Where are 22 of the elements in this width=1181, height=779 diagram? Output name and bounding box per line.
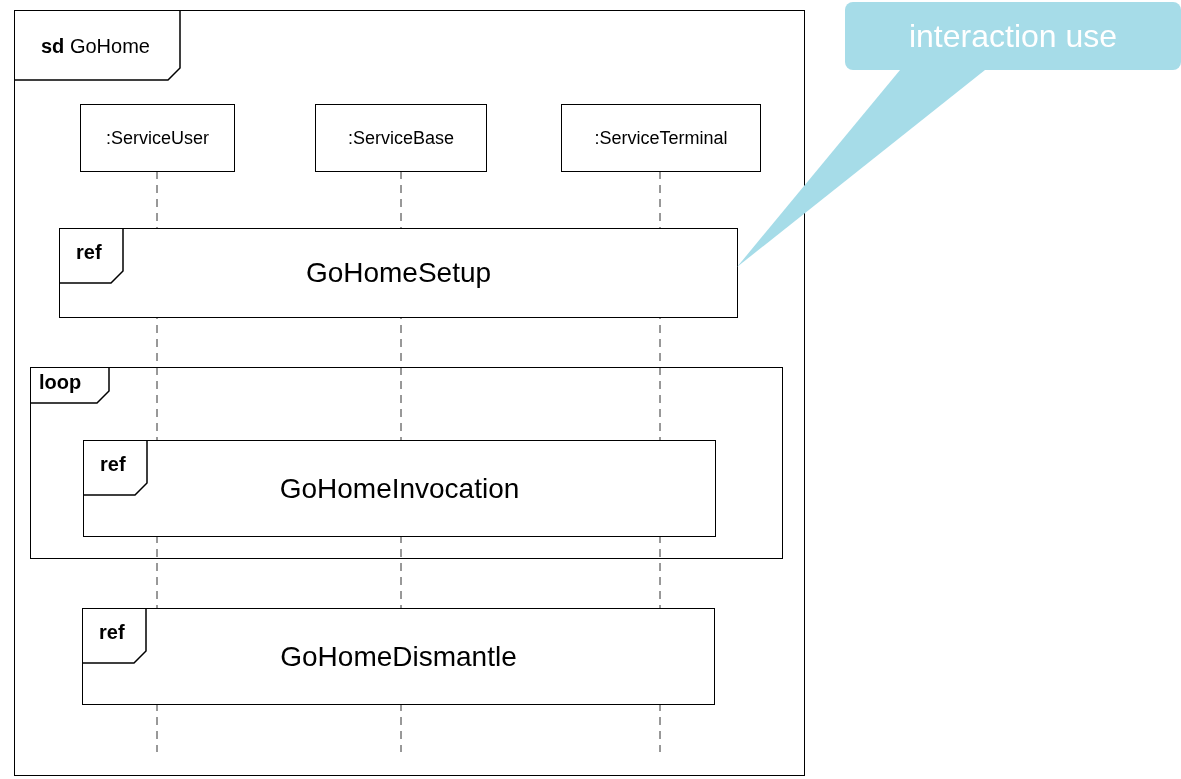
- interaction-name: GoHomeDismantle: [280, 640, 517, 673]
- callout-text: interaction use: [908, 17, 1118, 55]
- interaction-name: GoHomeSetup: [305, 257, 492, 289]
- lifeline-name: :ServiceTerminal: [594, 127, 728, 149]
- lifeline-name: :ServiceBase: [347, 127, 455, 149]
- lifeline-head: [561, 104, 761, 172]
- fragment-operator: ref: [99, 621, 125, 644]
- interaction-use-box: [59, 228, 738, 318]
- lifeline-head: [315, 104, 487, 172]
- fragment-operator: loop: [39, 371, 82, 394]
- interaction-name: GoHomeInvocation: [279, 472, 520, 505]
- callout-pointer: [737, 70, 985, 267]
- interaction-use-box: [82, 608, 715, 705]
- lifeline-head: [80, 104, 235, 172]
- interaction-use-box: [83, 440, 716, 537]
- loop-fragment: [30, 367, 783, 559]
- fragment-operator: ref: [100, 453, 126, 476]
- fragment-operator: ref: [76, 241, 102, 264]
- callout-box: [845, 2, 1181, 70]
- diagram-frame: [14, 10, 805, 776]
- frame-title: sd GoHome: [41, 35, 150, 58]
- lifeline-name: :ServiceUser: [106, 127, 209, 149]
